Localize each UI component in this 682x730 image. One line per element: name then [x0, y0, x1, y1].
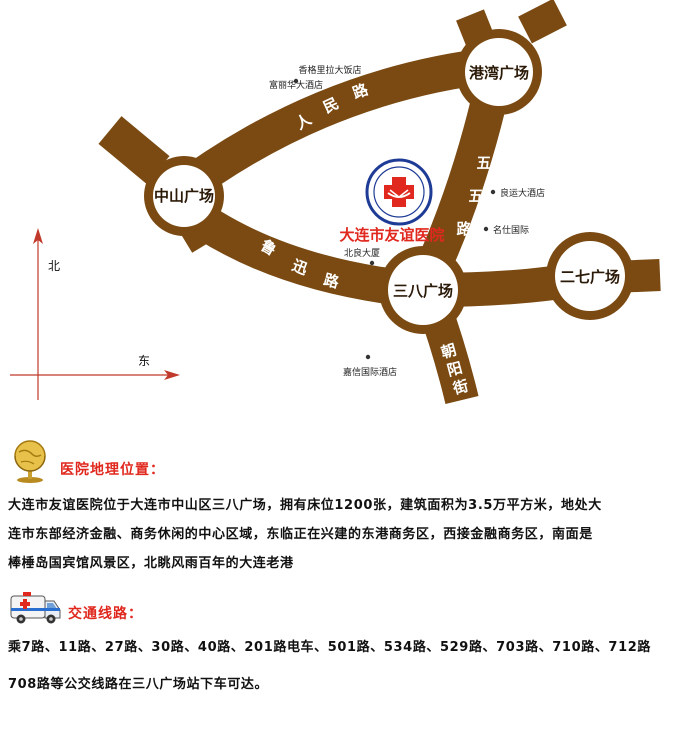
poi-furama: 富丽华大酒店 — [269, 78, 323, 91]
plaza-erqi: 二七广场 — [546, 232, 634, 320]
poi-mingshi-label: 名仕国际 — [493, 224, 529, 236]
area-map: 中山广场 港湾广场 三八广场 二七广场 人 民 路 五 五 路 鲁 迅 路 朝 … — [10, 0, 661, 404]
poi-jiaxin: 嘉信国际酒店 — [343, 354, 397, 378]
transport-title: 交通线路： — [68, 606, 143, 622]
poi-liangyun: 良运大酒店 — [490, 187, 545, 199]
plaza-zhongshan-label: 中山广场 — [154, 187, 214, 205]
road-renmin-char-2: 民 — [320, 94, 341, 117]
north-arrow-icon — [33, 228, 43, 244]
road-labels: 人 民 路 五 五 路 鲁 迅 路 朝 阳 街 — [257, 80, 491, 398]
road-wuwu-char-2: 五 — [468, 187, 483, 205]
poi-liangyun-label: 良运大酒店 — [500, 187, 545, 199]
poi-shangri-la-label: 香格里拉大饭店 — [298, 64, 361, 76]
road-luxun-char-3: 路 — [322, 271, 342, 293]
plaza-sanba: 三八广场 — [379, 246, 467, 334]
road-chaoyang-char-1: 朝 — [439, 341, 458, 362]
hospital-name: 大连市友谊医院 — [339, 226, 444, 244]
road-wuwu-char-3: 路 — [456, 220, 472, 238]
compass: 北 东 — [10, 228, 180, 400]
road-renmin-char-3: 路 — [350, 80, 371, 102]
transport-line-2: 708路等公交线路在三八广场站下车可达。 — [8, 677, 269, 692]
road-zhongshan-west — [98, 116, 170, 184]
globe-icon — [10, 438, 50, 484]
road-gangwan-east — [518, 0, 567, 44]
road-luxun-char-2: 迅 — [290, 256, 311, 278]
east-label: 东 — [138, 354, 150, 368]
poi-jiaxin-label: 嘉信国际酒店 — [343, 366, 397, 378]
location-line-3: 棒棰岛国宾馆风景区，北眺风雨百年的大连老港 — [8, 556, 294, 571]
location-line-2: 连市东部经济金融、商务休闲的中心区域，东临正在兴建的东港商务区，西接金融商务区，… — [8, 527, 593, 542]
road-chaoyang-char-3: 街 — [450, 377, 470, 399]
location-title: 医院地理位置： — [60, 462, 165, 478]
poi-shangri-la: 香格里拉大饭店 — [298, 64, 361, 76]
hospital-marker: 大连市友谊医院 — [339, 158, 445, 244]
road-renmin — [164, 47, 498, 210]
east-arrow-icon — [164, 370, 180, 380]
road-wuwu-char-1: 五 — [476, 154, 491, 172]
transport-text: 乘7路、11路、27路、30路、40路、201路电车、501路、534路、529… — [8, 633, 676, 699]
poi-furama-label: 富丽华大酒店 — [269, 79, 323, 91]
poi-beiliang: 北良大厦 — [344, 247, 380, 266]
plaza-gangwan: 港湾广场 — [456, 29, 542, 115]
plaza-zhongshan: 中山广场 — [144, 156, 224, 236]
location-text: 大连市友谊医院位于大连市中山区三八广场，拥有床位1200张，建筑面积为3.5万平… — [8, 491, 676, 578]
poi-mingshi: 名仕国际 — [483, 224, 529, 236]
poi-beiliang-label: 北良大厦 — [344, 247, 380, 259]
plaza-gangwan-label: 港湾广场 — [469, 64, 529, 82]
plaza-sanba-label: 三八广场 — [393, 282, 453, 300]
road-chaoyang-char-2: 阳 — [445, 359, 464, 380]
plaza-erqi-label: 二七广场 — [560, 268, 620, 286]
location-line-1: 大连市友谊医院位于大连市中山区三八广场，拥有床位1200张，建筑面积为3.5万平… — [8, 498, 602, 513]
hospital-logo-icon — [365, 158, 433, 226]
transport-line-1: 乘7路、11路、27路、30路、40路、201路电车、501路、534路、529… — [8, 640, 651, 655]
ambulance-icon — [8, 590, 62, 626]
north-label: 北 — [48, 259, 60, 273]
